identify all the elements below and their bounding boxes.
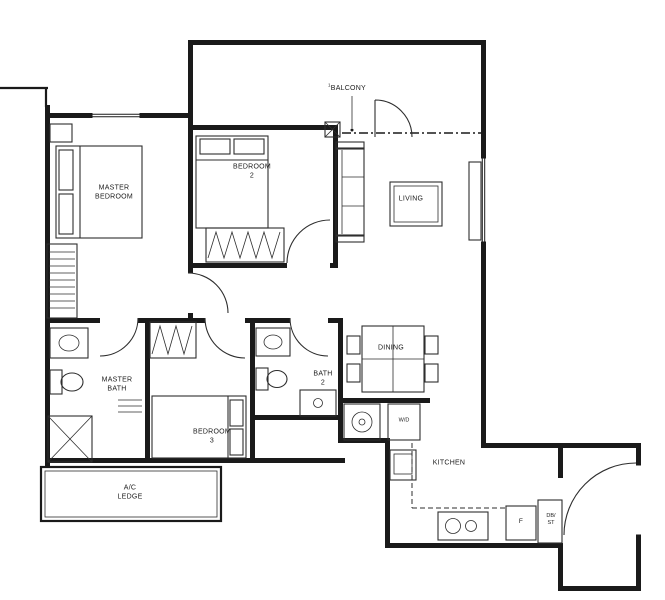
kitchen-counter-edge (411, 443, 506, 509)
balcony-label-text: BALCONY (330, 84, 366, 92)
entry-door-gap (636, 464, 641, 536)
bedroom3-door-arc (204, 317, 246, 359)
chair-icon (424, 335, 439, 355)
pillow-icon (199, 138, 231, 155)
bed-icon (151, 395, 247, 459)
tv-console-icon (468, 161, 482, 241)
bath2-fixtures (255, 327, 337, 417)
hob-icon (437, 511, 489, 541)
master-bath-label: MASTER BATH (101, 376, 133, 392)
master-bedroom-door-arc (187, 272, 229, 314)
kitchen-label: KITCHEN (432, 459, 466, 467)
master-bath-door-arc (99, 317, 139, 357)
chair-icon (346, 335, 361, 355)
living-window-icon (481, 157, 486, 243)
towel-rail-icon (118, 399, 142, 413)
dining-table-icon (361, 325, 425, 393)
bedroom3-furniture (149, 321, 247, 459)
pillow-icon (58, 193, 74, 235)
sofa-icon (335, 141, 365, 243)
kitchen-fixtures (389, 449, 563, 544)
nightstand-icon (49, 123, 73, 143)
bedroom2-furniture (195, 135, 285, 263)
fridge-icon (505, 505, 537, 541)
db-st-label: DB/ ST (546, 513, 556, 526)
balcony-door-arc (374, 99, 413, 138)
master-bedroom-furniture (46, 123, 143, 319)
master-bedroom-label: MASTER BEDROOM (95, 184, 133, 200)
shower-icon (299, 389, 337, 417)
door-arcs (99, 99, 637, 536)
dining-furniture (346, 325, 439, 393)
bath2-label: BATH 2 (313, 370, 333, 386)
wd-label: W/D (398, 417, 410, 424)
utility-fixtures (343, 403, 421, 441)
shower-x-icon (47, 415, 93, 463)
wardrobe-icon (149, 321, 197, 359)
pillow-icon (233, 138, 265, 155)
chair-icon (346, 363, 361, 383)
balcony-label: 1BALCONY (328, 82, 366, 93)
walls (45, 40, 641, 591)
living-label: LIVING (398, 195, 424, 203)
bedroom2-door-arc (286, 219, 331, 264)
wardrobe-icon (46, 243, 78, 319)
master-bedroom-window-icon (91, 113, 141, 118)
chair-icon (424, 363, 439, 383)
bath2-door-arc (289, 317, 329, 357)
wd-closet-icon (387, 403, 421, 441)
living-furniture (335, 141, 482, 243)
master-bath-fixtures (47, 327, 142, 463)
pillow-icon (229, 428, 244, 456)
toilet-icon (49, 369, 84, 395)
sliding-door-tag-icon (324, 121, 341, 138)
vanity-sink-icon (49, 327, 89, 359)
vanity-sink-icon (255, 327, 291, 357)
pillow-icon (58, 149, 74, 191)
bedroom2-label: BEDROOM 2 (233, 163, 271, 179)
balcony-tag: 1 (328, 82, 331, 88)
ac-ledge-outline (39, 465, 223, 523)
dining-label: DINING (378, 344, 404, 352)
wardrobe-icon (205, 227, 285, 263)
party-wall-stub (0, 86, 48, 107)
bed-icon (195, 135, 269, 229)
fridge-label: F (518, 517, 524, 525)
windows (91, 113, 641, 536)
entry-door-arc (563, 462, 637, 536)
bedroom3-label: BEDROOM 3 (193, 428, 231, 444)
pillow-icon (229, 399, 244, 427)
coffee-table-icon (389, 181, 443, 227)
db-st-closet-icon (537, 499, 563, 544)
washer-icon (343, 403, 381, 441)
kitchen-sink-icon (389, 449, 417, 481)
bed-icon (55, 145, 143, 239)
toilet-icon (255, 367, 288, 391)
ac-ledge-label: A/C LEDGE (117, 484, 143, 500)
annotations (0, 86, 354, 138)
